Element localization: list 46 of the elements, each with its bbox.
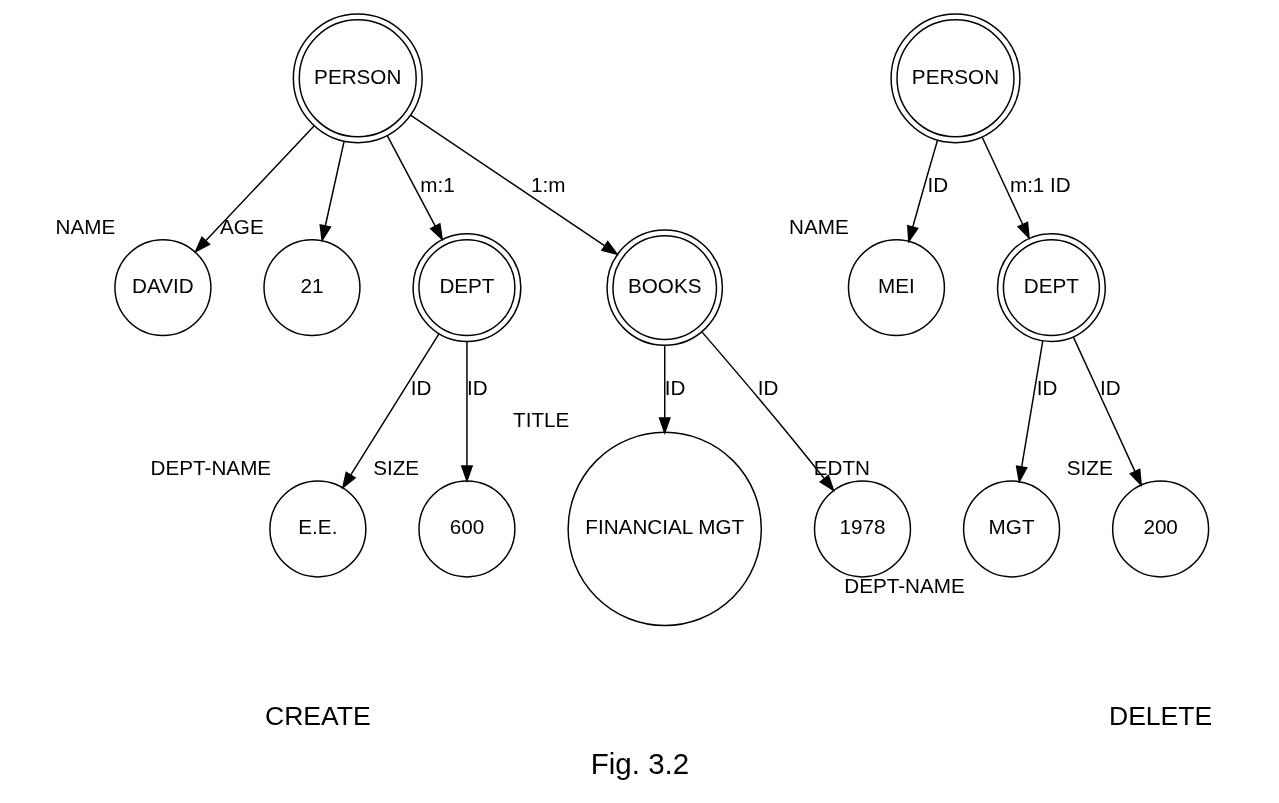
edge-label: ID: [757, 375, 778, 399]
node-label: SIZE: [1066, 456, 1113, 480]
arrow: [341, 333, 440, 490]
arrow: [980, 136, 1030, 241]
node-label: DEPT-NAME: [150, 456, 271, 480]
edge-label: ID: [664, 375, 685, 399]
arrow: [318, 140, 345, 243]
arrow: [460, 341, 473, 483]
arrow: [1015, 340, 1043, 484]
edge-label: m:1: [419, 172, 455, 196]
arrow: [409, 114, 619, 256]
node-circle: E.E.: [268, 480, 367, 578]
node-circle: DEPT: [411, 233, 522, 343]
label: DELETE: [1108, 700, 1212, 731]
node-circle: 21: [262, 238, 361, 337]
node-circle: 1978: [813, 480, 911, 578]
arrow: [1072, 336, 1142, 487]
label: CREATE: [264, 700, 371, 731]
arrow: [386, 134, 443, 242]
edge-label: ID: [1036, 375, 1057, 399]
node-circle: PERSON: [292, 13, 423, 144]
node-circle: PERSON: [889, 13, 1021, 144]
node-label: SIZE: [372, 456, 419, 480]
node-circle: DEPT: [996, 233, 1106, 343]
node-circle: MEI: [847, 238, 945, 337]
arrow: [658, 345, 671, 435]
arrow: [193, 125, 315, 254]
arrow: [700, 331, 835, 493]
edge-label: 1:m: [530, 172, 565, 196]
arrow: [906, 139, 938, 244]
node-label: AGE: [219, 215, 264, 239]
node-circle: 200: [1111, 480, 1209, 578]
edge-label: m:1 ID: [1009, 172, 1071, 196]
edge-label: ID: [926, 172, 948, 196]
node-label: NAME: [55, 215, 115, 239]
edge-label: ID: [466, 375, 488, 399]
node-label: EDTN: [813, 456, 870, 480]
node-label: NAME: [788, 215, 849, 239]
node-circle: 600: [417, 480, 516, 578]
node-circle: BOOKS: [605, 229, 723, 346]
edge-label: ID: [410, 375, 432, 399]
node-label: TITLE: [512, 408, 569, 432]
node-circle: MGT: [962, 480, 1060, 578]
caption: Fig. 3.2: [590, 747, 689, 781]
node-circle: FINANCIAL MGT: [566, 431, 762, 627]
edge-label: ID: [1099, 375, 1121, 399]
